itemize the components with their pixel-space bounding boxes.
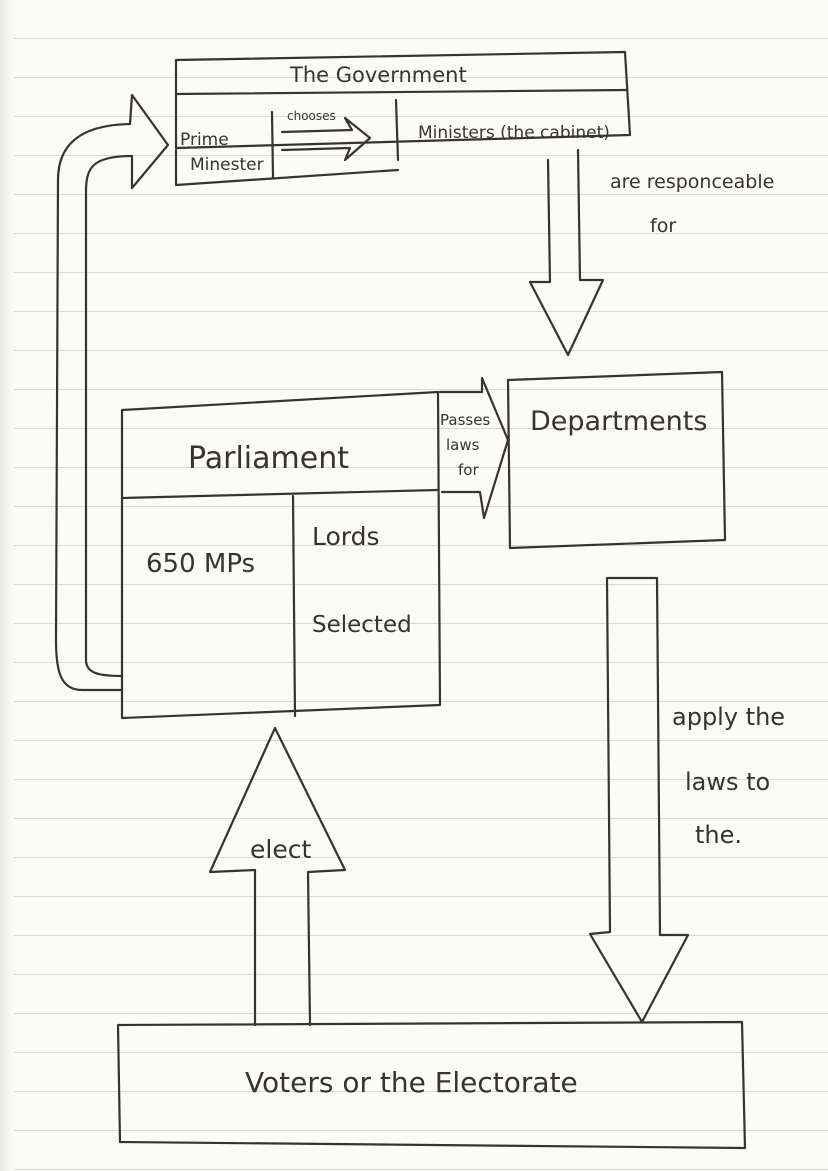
voters-box bbox=[116, 1020, 747, 1150]
apply-laws-label-line1: apply the bbox=[672, 703, 785, 731]
lords-label-line1: Lords bbox=[312, 522, 380, 551]
responsible-label-line2: for bbox=[650, 215, 676, 237]
ministers-label: Ministers (the cabinet) bbox=[418, 123, 610, 143]
prime-minister-label-line1: Prime bbox=[180, 130, 229, 150]
parliament-title: Parliament bbox=[188, 441, 349, 476]
elect-label: elect bbox=[250, 835, 311, 864]
passes-laws-label-line2: laws bbox=[446, 436, 480, 454]
parliament-to-pm-loop-arrow bbox=[54, 93, 170, 692]
lords-label-line2: Selected bbox=[312, 612, 412, 638]
voters-label: Voters or the Electorate bbox=[245, 1066, 578, 1099]
parliament-box bbox=[120, 390, 442, 720]
departments-box bbox=[506, 370, 727, 550]
departments-label: Departments bbox=[530, 406, 707, 437]
mps-label: 650 MPs bbox=[146, 549, 255, 579]
chooses-label: chooses bbox=[287, 109, 336, 123]
ministers-to-departments-arrow bbox=[528, 148, 605, 357]
government-title: The Government bbox=[289, 63, 467, 87]
prime-minister-label-line2: Minester bbox=[190, 155, 264, 175]
responsible-label-line1: are responceable bbox=[610, 171, 774, 193]
passes-laws-label-line1: Passes bbox=[440, 411, 490, 429]
departments-to-voters-arrow bbox=[588, 576, 690, 1024]
apply-laws-label-line3: the. bbox=[695, 821, 742, 849]
chooses-arrow bbox=[280, 116, 372, 162]
paper-edge-shadow bbox=[0, 0, 14, 1171]
government-box bbox=[174, 50, 632, 187]
apply-laws-label-line2: laws to bbox=[685, 768, 770, 796]
passes-laws-label-line3: for bbox=[458, 461, 479, 479]
elect-arrow bbox=[208, 726, 347, 1027]
